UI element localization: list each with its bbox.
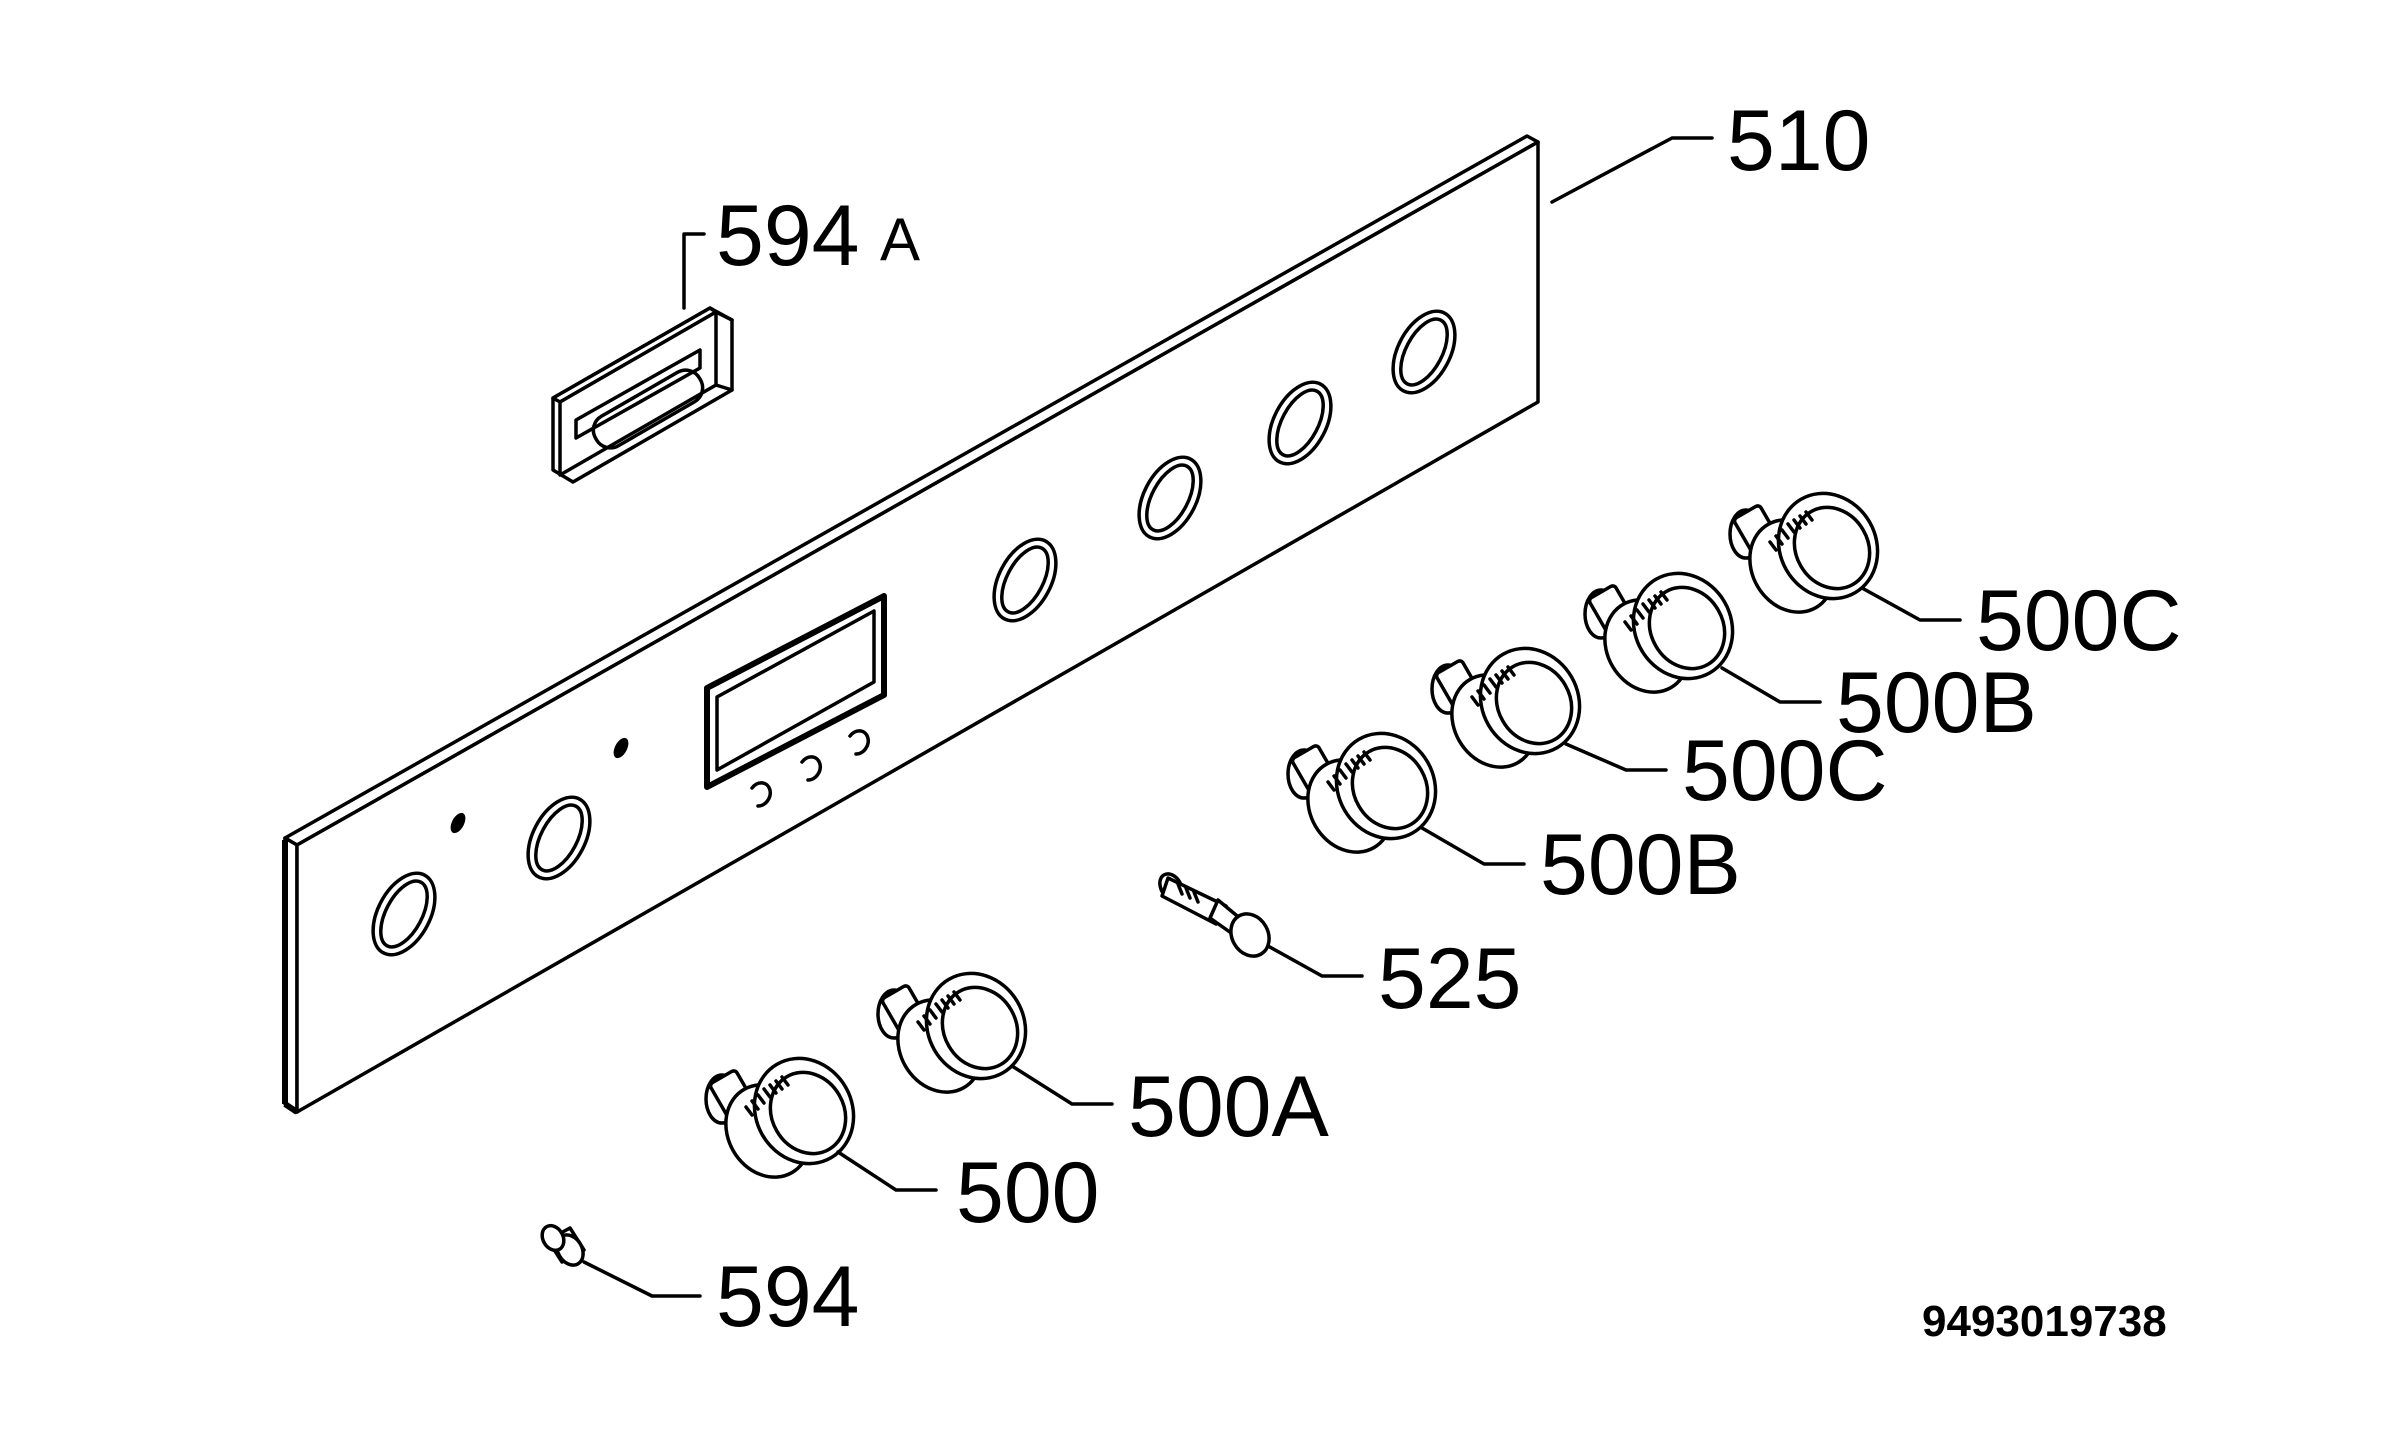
label-500: 500 [956, 1145, 1100, 1241]
control-knob-500b-lower [1286, 731, 1438, 854]
label-500a: 500A [1128, 1059, 1329, 1155]
panel-indicator-holes [450, 737, 629, 834]
label-500b-lower: 500B [1540, 817, 1741, 913]
control-knob-500 [704, 1056, 856, 1179]
drawing-reference-code: 9493019738 [1922, 1297, 2167, 1346]
panel-knob-holes [371, 309, 1457, 957]
control-knob-500c-top [1728, 491, 1880, 614]
control-knob-500b-upper [1583, 571, 1735, 694]
label-500b-upper: 500B [1836, 655, 2037, 751]
leader-lines [582, 136, 1962, 1298]
bracket-594a [551, 306, 734, 484]
label-594a-suffix: A [880, 206, 920, 273]
part-labels: 510 594 A 500C 500B 500C 500B 525 500A 5… [716, 93, 2182, 1346]
label-525: 525 [1378, 931, 1522, 1027]
label-594a: 594 [716, 188, 860, 284]
clock-buttons [750, 729, 870, 808]
control-panel-510 [282, 134, 1540, 1115]
label-500c-top: 500C [1976, 573, 2182, 669]
control-knob-500a [876, 971, 1028, 1094]
clock-display-window [704, 593, 887, 790]
label-510: 510 [1727, 93, 1871, 189]
label-594: 594 [716, 1249, 860, 1345]
indicator-plug-594 [540, 1223, 586, 1267]
push-button-525 [1158, 872, 1271, 958]
control-knob-500c-mid [1430, 646, 1582, 769]
label-500c-mid: 500C [1682, 723, 1888, 819]
